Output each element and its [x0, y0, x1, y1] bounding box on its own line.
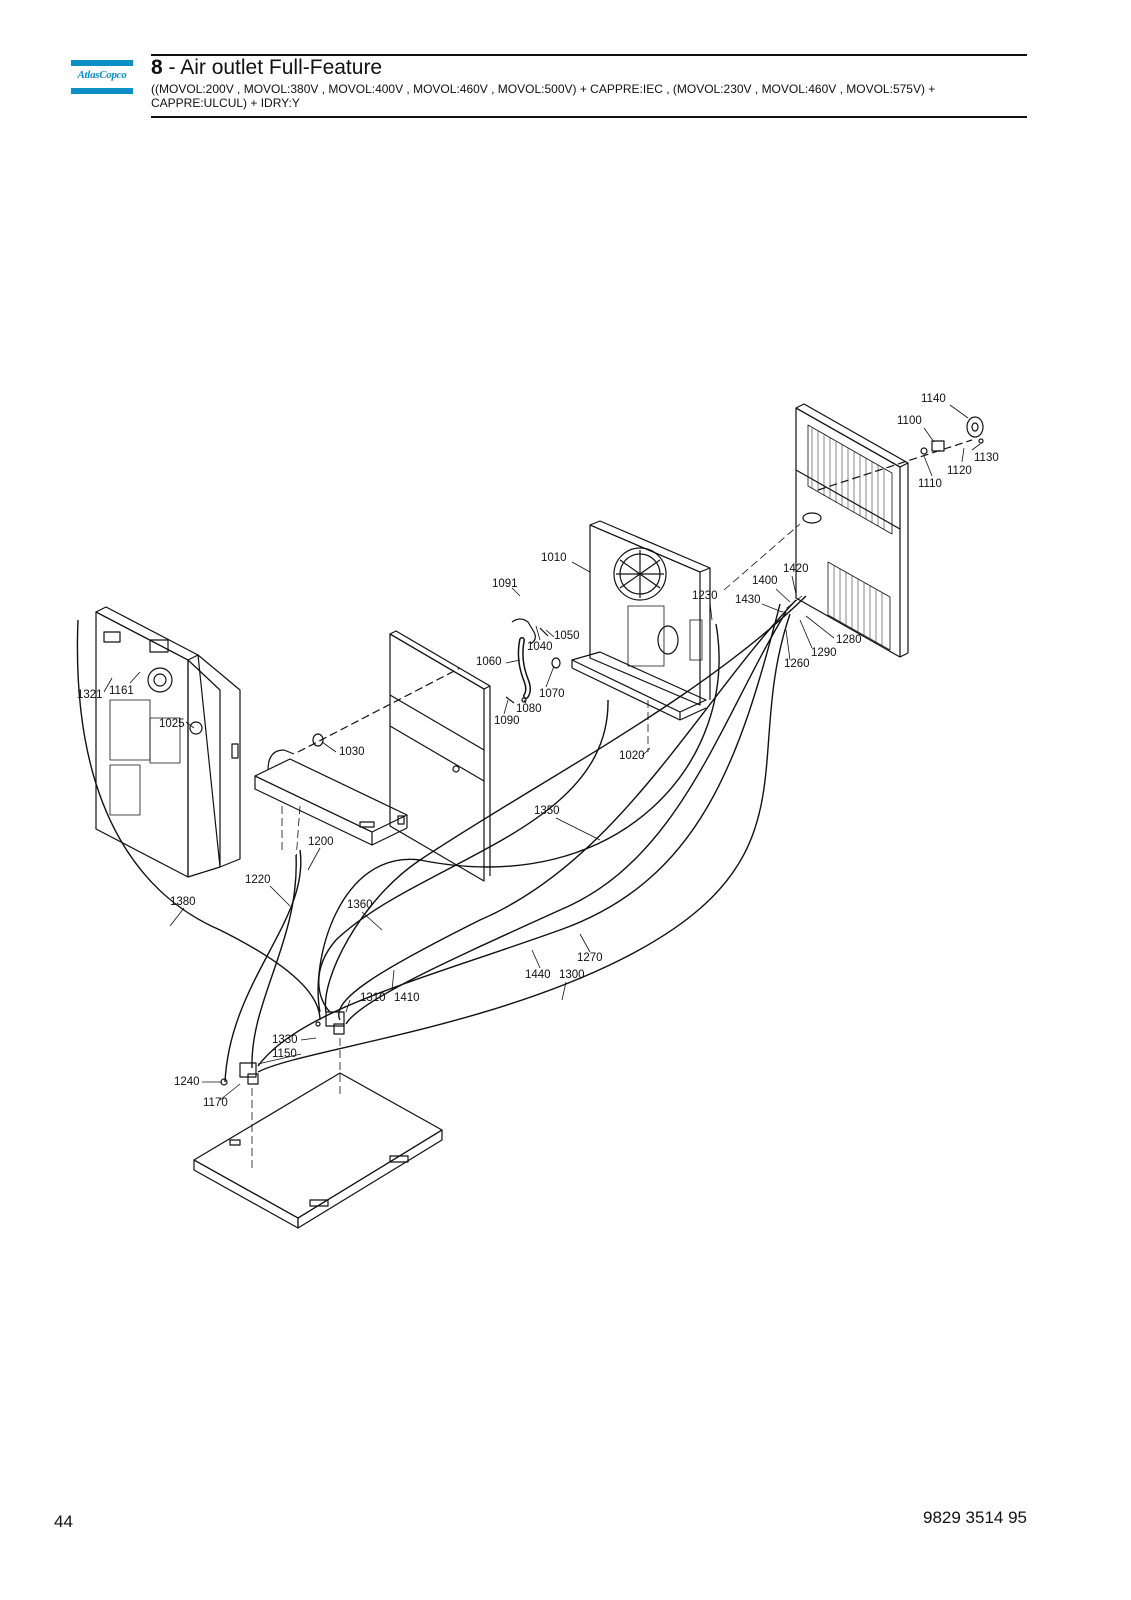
callout-label: 1200 — [308, 836, 334, 848]
callout-label: 1270 — [577, 952, 603, 964]
section-number: 8 — [151, 56, 163, 79]
callout-label: 1310 — [360, 992, 386, 1004]
header-rule-bottom — [151, 116, 1027, 118]
base-plate — [193, 1072, 443, 1229]
callout-label: 1240 — [174, 1076, 200, 1088]
fitting-parts-top-right — [817, 416, 984, 491]
callout-label: 1140 — [921, 393, 946, 405]
outlet-duct — [254, 667, 461, 846]
callout-label: 1010 — [541, 552, 567, 564]
page-number: 44 — [54, 1512, 73, 1531]
electrical-cabinet — [95, 606, 241, 878]
grille-panel — [795, 403, 909, 658]
leader-lines — [103, 404, 981, 1101]
document-number: 9829 3514 95 — [923, 1508, 1027, 1527]
callout-label: 1410 — [394, 992, 420, 1004]
hoses — [76, 595, 807, 1083]
callout-label: 1025 — [159, 718, 185, 730]
callout-label: 1430 — [735, 594, 761, 606]
callout-label: 1150 — [272, 1048, 297, 1060]
callout-label: 1360 — [347, 899, 373, 911]
callout-label: 1020 — [619, 750, 645, 762]
callout-label: 1440 — [525, 969, 551, 981]
callout-label: 1380 — [170, 896, 196, 908]
callout-label: 1130 — [974, 452, 999, 464]
callout-label: 1060 — [476, 656, 502, 668]
atlas-copco-logo: AtlasCopco — [71, 60, 133, 96]
callout-label: 1400 — [752, 575, 778, 587]
callout-label: 1120 — [947, 465, 972, 477]
callout-label: 1110 — [918, 478, 942, 490]
dryer-unit — [571, 520, 711, 721]
callout-label: 1080 — [516, 703, 542, 715]
callout-label: 1030 — [339, 746, 365, 758]
callout-label: 1280 — [836, 634, 862, 646]
callout-label: 1100 — [897, 415, 922, 427]
callout-label: 1161 — [109, 685, 134, 697]
callout-label: 1070 — [539, 688, 565, 700]
section-separator: - — [162, 56, 181, 79]
callout-labels: 1140 1100 1130 1120 1110 1010 1091 1230 … — [77, 393, 999, 1109]
callout-label: 1170 — [203, 1097, 228, 1109]
callout-label: 1290 — [811, 647, 837, 659]
section-subtitle: ((MOVOL:200V , MOVOL:380V , MOVOL:400V ,… — [151, 82, 936, 110]
section-title: 8 - Air outlet Full-Feature — [151, 57, 382, 79]
logo-wordmark: AtlasCopco — [77, 69, 127, 81]
logo-bar-top — [71, 60, 133, 66]
section-title-text: Air outlet Full-Feature — [180, 56, 383, 79]
callout-label: 1040 — [527, 641, 553, 653]
callout-label: 1230 — [692, 590, 718, 602]
callout-label: 1330 — [272, 1034, 298, 1046]
callout-label: 1091 — [492, 578, 518, 590]
callout-label: 1090 — [494, 715, 520, 727]
callout-label: 1260 — [784, 658, 810, 670]
callout-label: 1050 — [554, 630, 580, 642]
header-rule-top — [151, 54, 1027, 56]
callout-label: 1220 — [245, 874, 271, 886]
callout-label: 1321 — [77, 689, 103, 701]
middle-panel — [389, 630, 491, 882]
callout-label: 1350 — [534, 805, 560, 817]
pipe-assembly — [505, 618, 561, 704]
logo-bar-bottom — [71, 88, 133, 94]
callout-label: 1300 — [559, 969, 585, 981]
callout-label: 1420 — [783, 563, 809, 575]
